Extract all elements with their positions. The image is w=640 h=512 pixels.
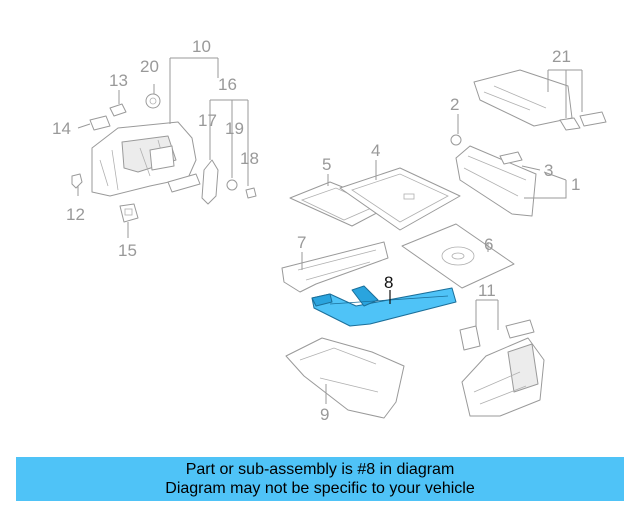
part-14-clip — [89, 115, 111, 131]
callout-4: 4 — [371, 141, 380, 160]
part-20-bolt — [145, 93, 161, 109]
callout-6: 6 — [484, 235, 493, 254]
callout-18: 18 — [240, 149, 259, 168]
banner-line-1: Part or sub-assembly is #8 in diagram — [185, 461, 455, 478]
callout-17: 17 — [198, 111, 217, 130]
callout-5: 5 — [322, 155, 331, 174]
callout-3: 3 — [544, 161, 553, 180]
part-11-bracket-a — [459, 325, 481, 351]
part-2-grommet — [450, 134, 462, 146]
part-3-cap — [499, 151, 523, 165]
part-4-floor-board — [339, 167, 461, 231]
part-7-deck-trim — [281, 241, 389, 293]
callout-16: 16 — [218, 75, 237, 94]
callout-8: 8 — [384, 273, 393, 292]
callout-15: 15 — [118, 241, 137, 260]
callout-labels: 10 20 13 16 14 17 19 18 12 15 21 2 5 4 3… — [52, 37, 580, 424]
callout-11: 11 — [478, 281, 496, 300]
part-13-bracket — [109, 103, 127, 117]
callout-10: 10 — [192, 37, 211, 56]
callout-20: 20 — [140, 57, 159, 76]
part-19-plug — [226, 179, 238, 191]
part-9-floor-carpet — [285, 337, 405, 419]
banner-line-2: Diagram may not be specific to your vehi… — [165, 480, 475, 497]
part-18-screw — [245, 187, 257, 199]
callout-9: 9 — [320, 405, 329, 424]
leader-lines — [77, 57, 583, 404]
part-lid-left — [167, 173, 201, 193]
callout-12: 12 — [66, 205, 85, 224]
callout-21: 21 — [552, 47, 571, 66]
part-15-hook — [119, 203, 139, 223]
callout-14: 14 — [52, 119, 71, 138]
part-6-floor-mat — [401, 223, 515, 289]
info-banner: Part or sub-assembly is #8 in diagram Di… — [16, 457, 624, 501]
callout-7: 7 — [297, 233, 306, 252]
part-11-bracket-b — [505, 319, 535, 339]
part-8-highlighted — [311, 285, 457, 327]
callout-1: 1 — [571, 175, 580, 194]
part-1-back-panel — [455, 145, 537, 217]
part-11-right-quarter-trim — [461, 337, 545, 417]
callout-19: 19 — [225, 119, 244, 138]
left-quarter-trim-panel — [91, 121, 197, 197]
part-21-tonneau-cover — [473, 69, 607, 131]
part-17-trim — [201, 159, 219, 205]
parts-diagram: 10 20 13 16 14 17 19 18 12 15 21 2 5 4 3… — [52, 37, 607, 424]
callout-2: 2 — [450, 95, 459, 114]
part-12-fastener — [71, 173, 83, 189]
callout-13: 13 — [109, 71, 128, 90]
